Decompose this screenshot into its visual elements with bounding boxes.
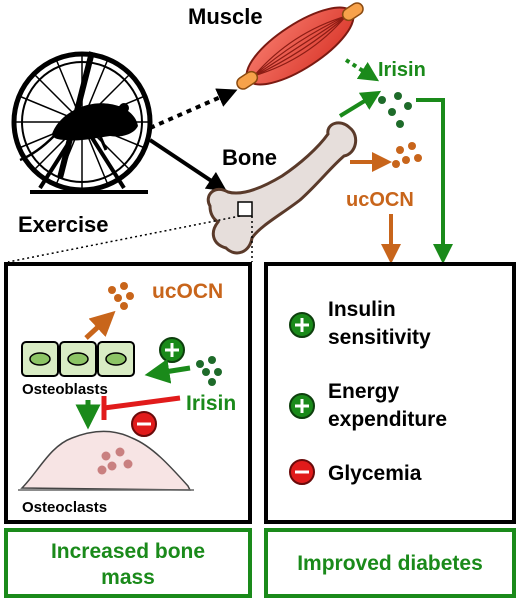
irisin-to-bone-arrow [338, 90, 382, 118]
irisin-inhibit-line [103, 395, 181, 411]
plus-icon-energy [289, 393, 315, 419]
effect-item-glycemia: Glycemia [289, 459, 422, 485]
irisin-top-label: Irisin [378, 59, 426, 81]
outcome-diabetes-box [264, 528, 516, 598]
bone-zoom-box [237, 201, 253, 217]
osteoblasts-icon [21, 341, 135, 377]
outcome-diabetes-label: Improved diabetes [297, 552, 483, 575]
bone-icon [206, 121, 358, 255]
plus-icon-insulin [289, 312, 315, 338]
outcome-bone-line2: mass [101, 566, 155, 589]
ucocn-panel-dots-icon [108, 282, 134, 310]
outcome-bone-box [4, 528, 252, 598]
irisin-to-osteoblast-arrow [144, 358, 191, 384]
osteoblast-to-ucocn-arrow [84, 310, 116, 340]
mouse-icon [19, 103, 138, 162]
irisin-panel-label: Irisin [186, 392, 236, 415]
effect-line2: sensitivity [328, 326, 431, 349]
irisin-top-dots-icon [378, 92, 412, 128]
osteoblasts-label: Osteoblasts [22, 381, 108, 398]
exercise-to-muscle-arrow [149, 88, 238, 130]
muscle-icon [236, 2, 364, 90]
exercise-label: Exercise [18, 212, 109, 237]
minus-icon-glycemia [289, 459, 315, 485]
outcome-bone-line1: Increased bone [51, 540, 205, 563]
effect-line1: Glycemia [328, 462, 422, 485]
exercise-wheel-icon [11, 51, 153, 194]
irisin-panel-dots-icon [196, 356, 222, 386]
ucocn-panel-label: ucOCN [152, 280, 223, 303]
effect-item-insulin: Insulin sensitivity [289, 298, 431, 349]
effect-line2: expenditure [328, 408, 447, 431]
exercise-to-bone-arrow [148, 138, 227, 192]
effect-line1: Energy [328, 380, 400, 403]
osteoclasts-icon [18, 430, 194, 491]
muscle-to-irisin-arrow [344, 58, 380, 82]
osteoclasts-label: Osteoclasts [22, 499, 107, 516]
minus-icon-panel [131, 411, 157, 437]
effect-item-energy: Energy expenditure [289, 380, 447, 431]
plus-icon-panel [159, 337, 185, 363]
irisin-to-effects-arrow [416, 98, 453, 264]
effect-line1: Insulin [328, 298, 396, 321]
bone-label: Bone [222, 145, 277, 170]
muscle-label: Muscle [188, 4, 263, 29]
ucocn-top-label: ucOCN [346, 189, 414, 211]
ucocn-top-dots-icon [392, 142, 422, 168]
